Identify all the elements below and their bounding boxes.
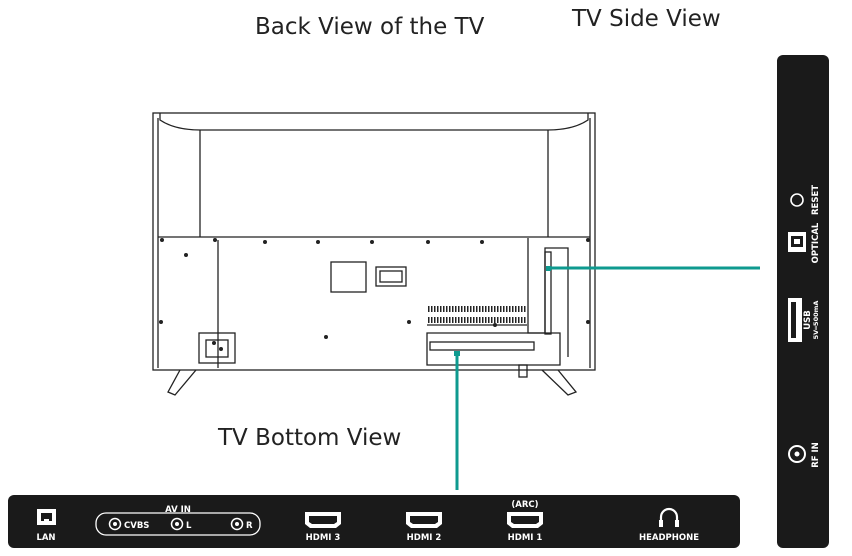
- hdmi1-label: HDMI 1: [508, 533, 543, 543]
- headphone-icon: [659, 507, 679, 527]
- av-in-group: [95, 512, 261, 536]
- side-panel: [777, 55, 829, 548]
- cvbs-jack-icon: [108, 517, 122, 531]
- vent-slots: [428, 306, 526, 323]
- cvbs-label: CVBS: [124, 521, 149, 531]
- optical-port-icon: [788, 232, 806, 252]
- reset-label: RESET: [811, 185, 821, 215]
- tv-back-drawing: [152, 112, 596, 396]
- usb-port-icon: [788, 298, 802, 342]
- hdmi2-port-icon: [406, 512, 442, 528]
- usb-rating-label: 5V═500mA: [812, 301, 820, 340]
- audio-l-jack-icon: [170, 517, 184, 531]
- side-view-title: TV Side View: [572, 6, 721, 32]
- rf-in-jack-icon: [788, 445, 806, 463]
- hdmi3-port-icon: [305, 512, 341, 528]
- usb-label: USB: [803, 310, 813, 330]
- bottom-view-title: TV Bottom View: [218, 425, 402, 451]
- back-view-title: Back View of the TV: [255, 14, 485, 40]
- lan-port-icon: [37, 509, 56, 525]
- side-callout-dot: [546, 266, 551, 271]
- av-in-label: AV IN: [165, 505, 191, 515]
- callout-lines: [455, 266, 760, 490]
- hdmi3-label: HDMI 3: [306, 533, 341, 543]
- audio-r-label: R: [246, 521, 253, 531]
- hdmi1-port-icon: [507, 512, 543, 528]
- optical-label: OPTICAL: [811, 222, 821, 263]
- audio-r-jack-icon: [230, 517, 244, 531]
- audio-l-label: L: [186, 521, 192, 531]
- hdmi2-label: HDMI 2: [407, 533, 442, 543]
- bottom-panel: [8, 495, 740, 548]
- rf-in-label: RF IN: [811, 442, 821, 468]
- screw-dots: [159, 238, 590, 351]
- bottom-callout-dot: [454, 351, 460, 356]
- arc-label: (ARC): [511, 500, 538, 510]
- headphone-label: HEADPHONE: [639, 533, 699, 543]
- reset-hole-icon: [790, 193, 804, 207]
- lan-label: LAN: [36, 533, 55, 543]
